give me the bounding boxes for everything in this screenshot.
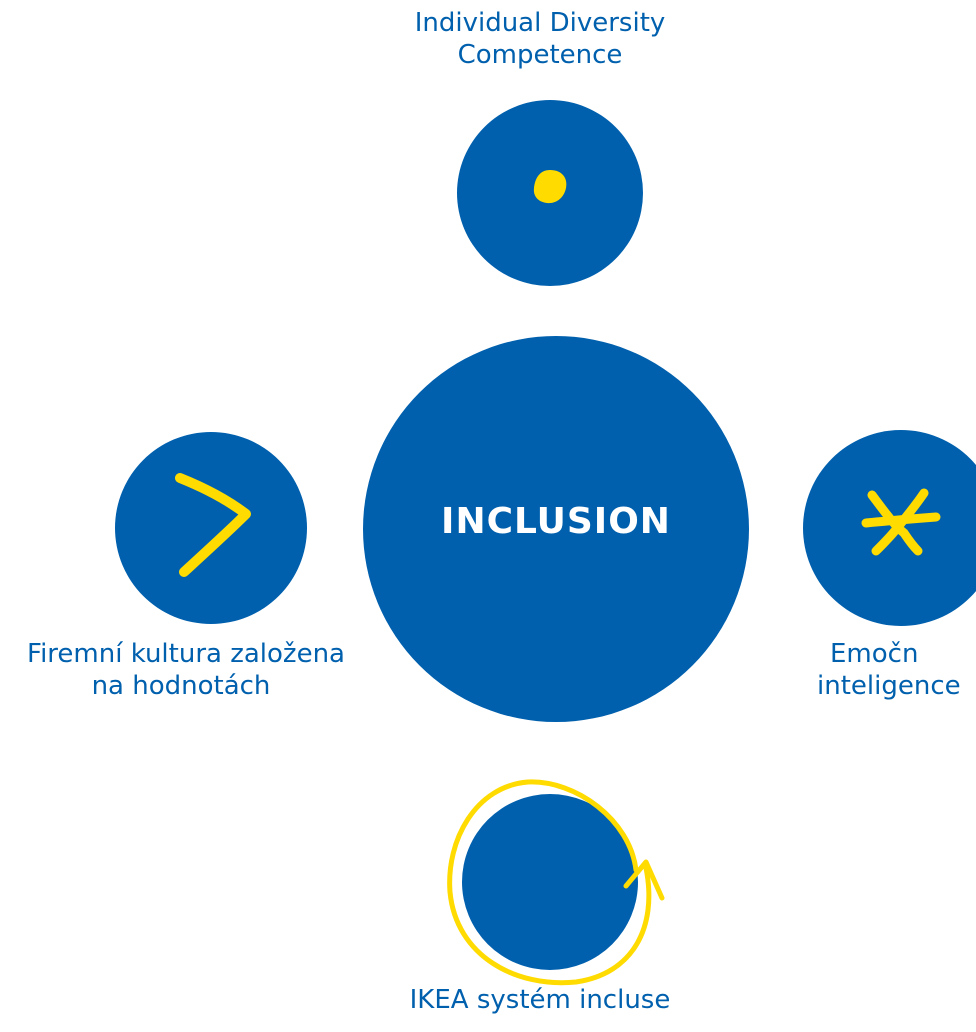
left-node-circle [115, 432, 307, 624]
chevron-right-icon [175, 473, 251, 577]
center-title: INCLUSION [441, 501, 671, 542]
top-node-label-line2: Competence [457, 40, 623, 70]
right-node-label: Emočn inteligence [790, 638, 976, 702]
left-node-label: Firemní kultura založena na hodnotách [0, 638, 372, 702]
dot-icon [533, 170, 567, 204]
bottom-node-label: IKEA systém incluse [360, 984, 720, 1016]
right-node-circle [803, 430, 976, 626]
left-node-label-line1: Firemní kultura založena [27, 639, 345, 669]
bottom-node-circle [462, 794, 638, 970]
top-node-label-line1: Individual Diversity [414, 8, 666, 38]
right-node-label-line2: inteligence [817, 671, 961, 701]
top-node-label: Individual Diversity Competence [370, 7, 710, 71]
asterisk-icon [861, 488, 941, 556]
right-node-label-line1: Emočn [830, 639, 919, 669]
left-node-label-line2: na hodnotách [91, 671, 271, 701]
cycle-arrow-icon [447, 779, 665, 986]
center-circle [363, 336, 749, 722]
bottom-node-label-line1: IKEA systém incluse [409, 985, 671, 1015]
